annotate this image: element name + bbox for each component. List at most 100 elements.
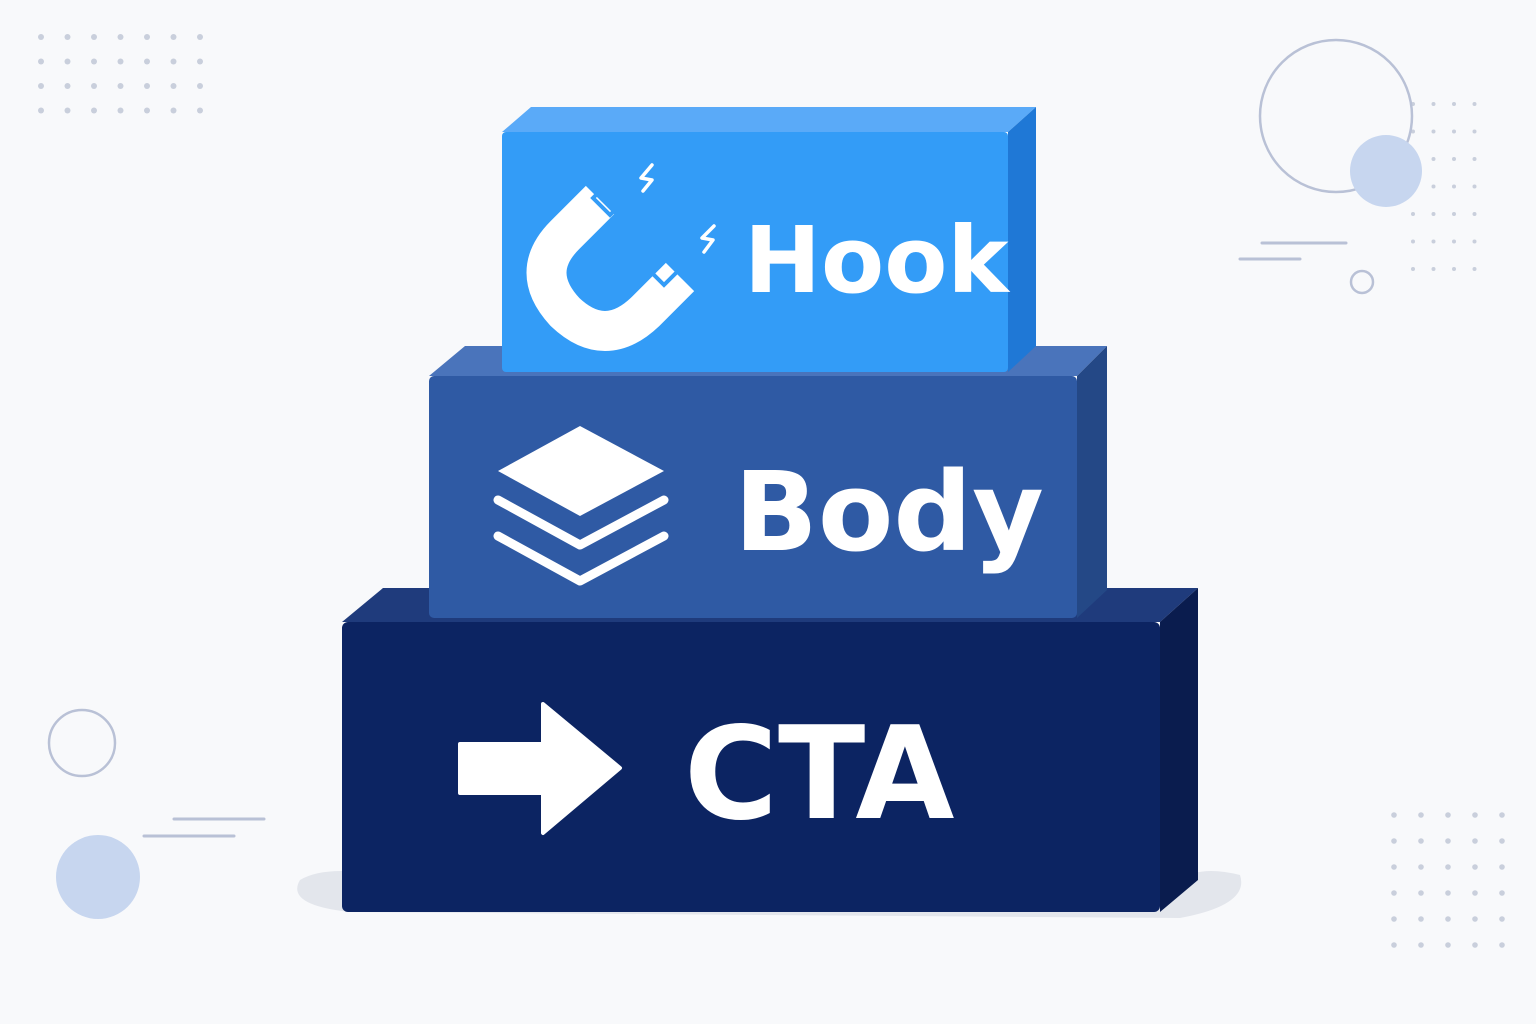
decorative-dot [1391, 890, 1397, 896]
decorative-dot [1431, 102, 1436, 106]
decorative-dot [64, 107, 71, 114]
decorative-dot [197, 34, 203, 40]
decorative-dot [1499, 942, 1505, 948]
decorative-dot [170, 107, 177, 114]
decorative-dot [1391, 864, 1397, 870]
decorative-dot [1499, 864, 1505, 870]
decorative-dot-grid-top-left [38, 34, 203, 114]
decorative-dot [1418, 812, 1424, 818]
decorative-dot [1472, 102, 1477, 106]
decorative-dot [1499, 812, 1505, 818]
decorative-ring-large [1258, 38, 1414, 194]
decorative-dot [144, 34, 150, 40]
layers-icon [493, 426, 669, 586]
decorative-dot [64, 83, 71, 89]
decorative-dot [1499, 890, 1505, 896]
block-hook: Hook [502, 107, 1036, 372]
decorative-dot [1431, 212, 1436, 216]
decorative-dot [117, 58, 124, 65]
decorative-dot [1472, 942, 1478, 948]
decorative-dot [1418, 864, 1424, 870]
decorative-dot [1445, 890, 1451, 896]
block-body-label: Body [734, 448, 1044, 576]
decorative-dot [1418, 838, 1424, 844]
decorative-ring-left [47, 708, 117, 778]
decorative-dot [1499, 916, 1505, 922]
decorative-dot [1452, 129, 1456, 134]
decorative-dot [1431, 129, 1436, 134]
decorative-dot [1452, 102, 1456, 106]
decorative-dot [1472, 129, 1477, 134]
decorative-dot [1431, 267, 1436, 271]
decorative-dot [1472, 157, 1477, 161]
decorative-dot [1411, 267, 1415, 271]
decorative-dot [1391, 812, 1397, 818]
decorative-dot [38, 58, 44, 65]
decorative-dot [1411, 129, 1415, 134]
decorative-circle-filled-top-right [1350, 135, 1422, 207]
decorative-dot [1391, 942, 1397, 948]
decorative-dot [64, 34, 71, 40]
decorative-dot [144, 107, 150, 114]
decorative-dot [117, 83, 124, 89]
decorative-circle-filled-bottom-left [56, 835, 140, 919]
decorative-dot [1445, 812, 1451, 818]
decorative-ring-small [1349, 269, 1375, 295]
decorative-dot [1452, 157, 1456, 161]
decorative-dot [1445, 942, 1451, 948]
decorative-dot [91, 107, 97, 114]
decorative-dot [1452, 267, 1456, 271]
decorative-dot [38, 83, 44, 89]
block-hook-top-face [502, 107, 1036, 132]
decorative-dot [1418, 942, 1424, 948]
decorative-dot [1431, 157, 1436, 161]
decorative-dot [1418, 890, 1424, 896]
block-cta-side-face [1160, 588, 1198, 912]
decorative-dot [1445, 864, 1451, 870]
decorative-dot [197, 83, 203, 89]
decorative-dot [1391, 838, 1397, 844]
block-cta: CTA [342, 588, 1198, 912]
decorative-dot [91, 34, 97, 40]
decorative-dot [197, 107, 203, 114]
decorative-dot [1452, 212, 1456, 216]
decorative-dot [1472, 212, 1477, 216]
decorative-dot [197, 58, 203, 65]
decorative-dot [170, 58, 177, 65]
decorative-dot [64, 58, 71, 65]
block-cta-front-face [342, 622, 1160, 912]
decorative-dot [1472, 239, 1477, 244]
block-body: Body [429, 346, 1107, 618]
decorative-dot [1472, 267, 1477, 271]
decorative-dot-grid-top-right [1411, 102, 1477, 271]
arrow-right-icon [458, 702, 622, 835]
block-cta-label: CTA [684, 700, 954, 849]
decorative-dot [1391, 916, 1397, 922]
decorative-dot [1472, 838, 1478, 844]
decorative-dot [1445, 838, 1451, 844]
decorative-dot [38, 107, 44, 114]
decorative-dot [1411, 239, 1415, 244]
decorative-dot [144, 58, 150, 65]
block-hook-side-face [1008, 107, 1036, 372]
decorative-dot-grid-bottom-right [1391, 812, 1505, 948]
decorative-dot [38, 34, 44, 40]
decorative-dot [1472, 890, 1478, 896]
decorative-dot [1472, 864, 1478, 870]
decorative-dot [91, 58, 97, 65]
decorative-dot [1472, 812, 1478, 818]
block-body-side-face [1077, 346, 1107, 618]
magnet-icon [526, 163, 716, 351]
decorative-dot [1418, 916, 1424, 922]
decorative-dot [1452, 239, 1456, 244]
decorative-dot [117, 34, 124, 40]
decorative-dot [1472, 184, 1477, 189]
decorative-dot [1431, 239, 1436, 244]
decorative-dot [1411, 212, 1415, 216]
decorative-dot [1499, 838, 1505, 844]
decorative-dot [144, 83, 150, 89]
decorative-dot [1445, 916, 1451, 922]
decorative-dot [170, 34, 177, 40]
